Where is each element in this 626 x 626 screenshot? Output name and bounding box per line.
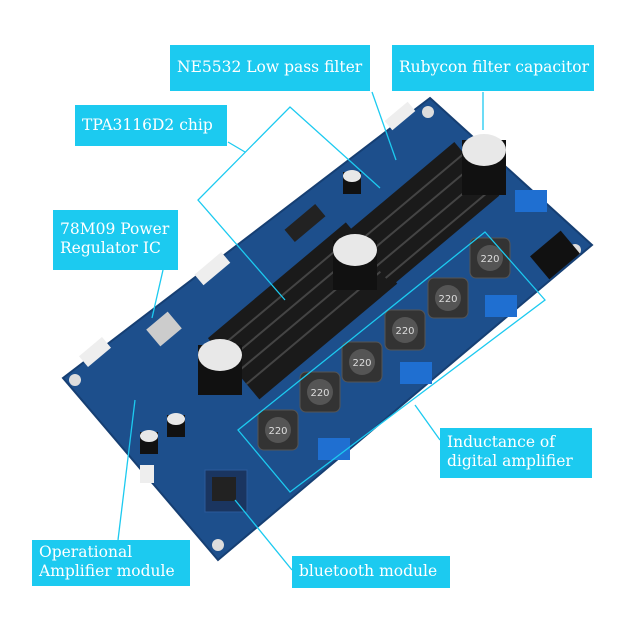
screw-terminal (485, 295, 517, 317)
filter-capacitor (198, 339, 242, 395)
label-tpa3116d2-chip: TPA3116D2 chip (75, 105, 227, 146)
heatsink-upper (347, 142, 500, 286)
inductor-marking: 220 (395, 326, 414, 337)
inductor-marking: 220 (438, 294, 457, 305)
inductor-marking: 220 (352, 358, 371, 369)
rubycon-capacitor (462, 134, 506, 195)
inductor-marking: 220 (480, 254, 499, 265)
tpa3116-chip (284, 204, 326, 242)
screw-terminal (515, 190, 547, 212)
inductor-marking: 220 (310, 388, 329, 399)
label-bluetooth-module: bluetooth module (292, 556, 450, 588)
leader-lines (117, 91, 546, 571)
inductor: 220 (384, 309, 426, 351)
label-line: Regulator IC (60, 239, 161, 257)
small-capacitor (167, 413, 185, 437)
screw-terminal (400, 362, 432, 384)
inductor: 220 (427, 277, 469, 319)
screw-terminal (318, 438, 350, 460)
bluetooth-chip (212, 477, 236, 501)
label-inductance: Inductance of digital amplifier (440, 428, 592, 478)
mounting-hole (422, 106, 434, 118)
inductor: 220 (341, 341, 383, 383)
label-78m09-regulator: 78M09 Power Regulator IC (53, 210, 178, 270)
header-connector (140, 465, 154, 483)
inductor: 220 (257, 409, 299, 451)
small-capacitor (140, 430, 158, 454)
header-connector (79, 336, 111, 368)
mounting-hole (212, 539, 224, 551)
label-operational-amplifier: Operational Amplifier module (32, 540, 190, 586)
label-line: Inductance of (447, 433, 555, 451)
inductor: 220 (299, 371, 341, 413)
label-line: Amplifier module (39, 562, 175, 580)
filter-capacitor (333, 234, 377, 290)
header-connector (384, 101, 416, 131)
mounting-hole (69, 374, 81, 386)
label-ne5532-low-pass-filter: NE5532 Low pass filter (170, 45, 370, 91)
label-line: digital amplifier (447, 452, 573, 470)
small-capacitor (343, 170, 361, 194)
78m09-regulator (146, 311, 182, 347)
label-line: Operational (39, 543, 133, 561)
inductor-group: 220 220 220 220 220 220 (257, 237, 511, 451)
inductor: 220 (469, 237, 511, 279)
inductor-marking: 220 (268, 426, 287, 437)
header-connector (194, 252, 231, 286)
dc-power-jack (530, 230, 580, 280)
label-rubycon-filter-capacitor: Rubycon filter capacitor (392, 45, 594, 91)
label-line: 78M09 Power (60, 220, 170, 238)
